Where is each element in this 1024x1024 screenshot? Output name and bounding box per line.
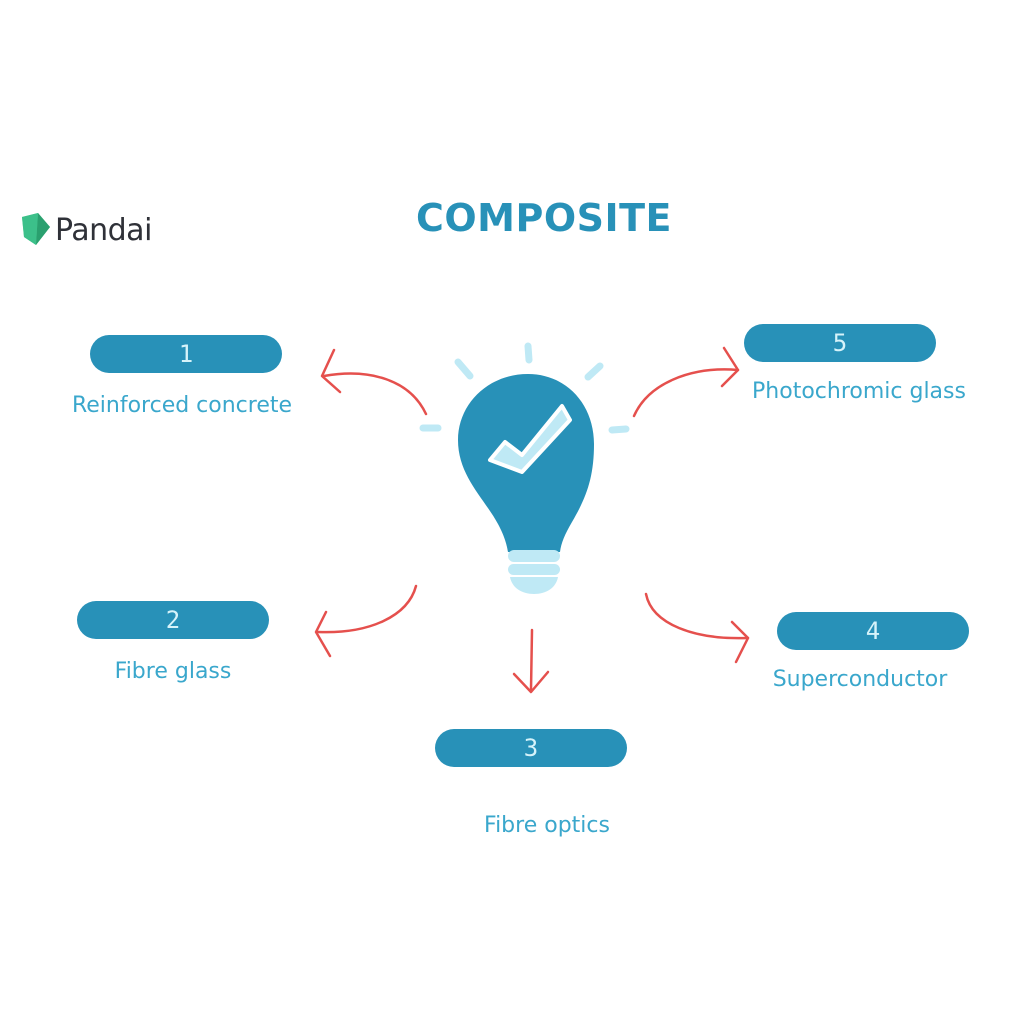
diagram-title: COMPOSITE	[415, 196, 673, 240]
pandai-leaf-icon	[22, 213, 50, 245]
item-1-number-pill: 1	[90, 335, 282, 373]
light-rays	[419, 342, 630, 434]
item-5-number-pill: 5	[744, 324, 936, 362]
bulb-base-cap	[510, 577, 558, 594]
item-2-label: Fibre glass	[114, 659, 232, 684]
arrow-icon	[512, 628, 550, 694]
item-4-label: Superconductor	[772, 667, 948, 692]
checkmark-icon	[488, 404, 572, 474]
lightbulb-checkmark-icon	[419, 342, 630, 594]
item-5-label: Photochromic glass	[752, 379, 966, 404]
item-3-label: Fibre optics	[484, 813, 610, 838]
item-3-number-pill: 3	[435, 729, 627, 767]
arrow-icon	[644, 592, 750, 664]
bulb-base-ring	[508, 550, 560, 562]
brand-name: Pandai	[55, 212, 152, 248]
arrow-icon	[314, 584, 418, 658]
item-2-number-pill: 2	[77, 601, 269, 639]
brand-logo: Pandai	[20, 210, 152, 250]
item-4-number-pill: 4	[777, 612, 969, 650]
arrow-icon	[320, 348, 428, 416]
arrow-icon	[632, 346, 740, 418]
bulb-base-ring	[508, 564, 560, 575]
item-1-label: Reinforced concrete	[71, 393, 293, 418]
